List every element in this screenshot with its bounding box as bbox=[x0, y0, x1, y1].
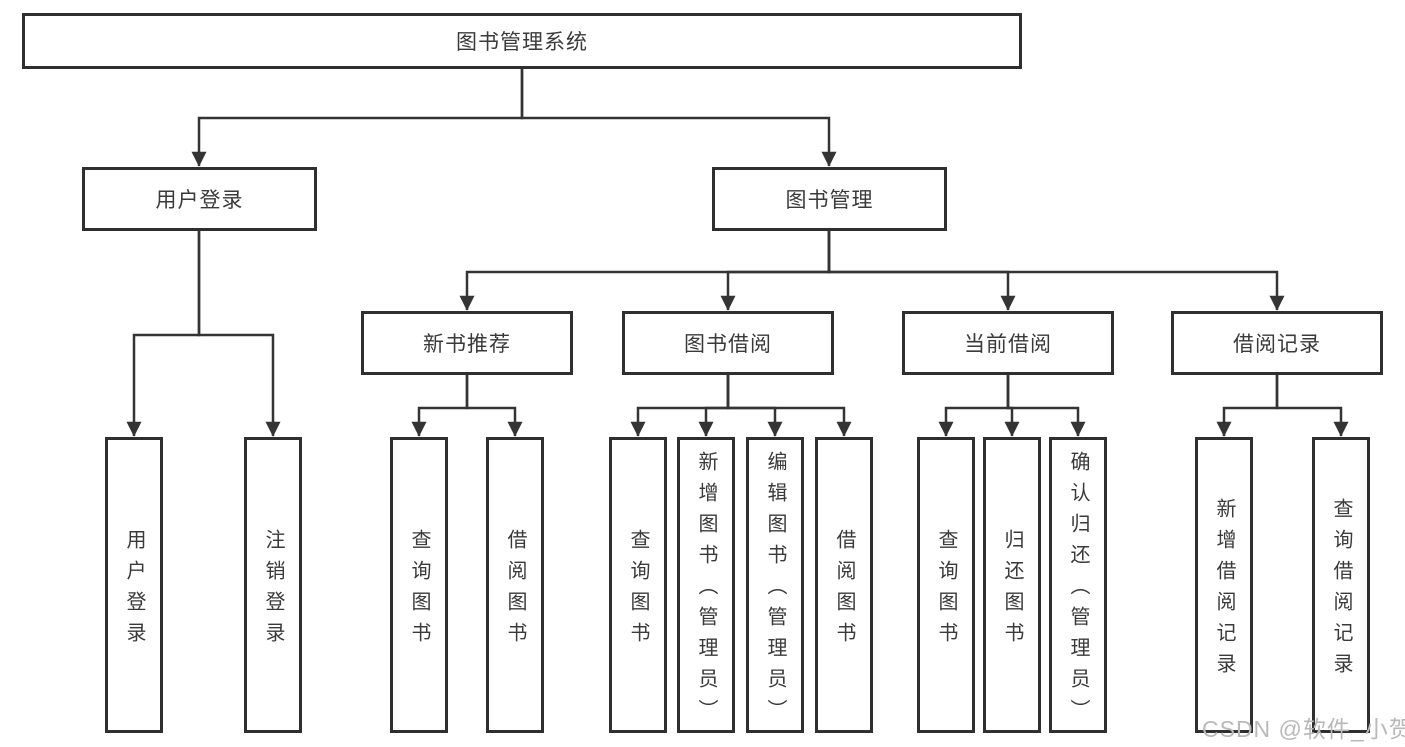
leaf-records-query-record-label: 查询借阅记录 bbox=[1330, 497, 1352, 684]
leaf-borrow-add-books-admin-label: 新增图书（管理员） bbox=[695, 451, 717, 730]
leaf-current-query-books-label: 查询图书 bbox=[935, 528, 957, 653]
connector-borrow-to-query bbox=[630, 375, 730, 437]
connector-borrow-to-add bbox=[698, 375, 730, 437]
node-book-management-label: 图书管理 bbox=[785, 189, 874, 212]
watermark: CSDN @软件_小贺同学 bbox=[1202, 716, 1405, 742]
leaf-borrow-borrow-books: 借阅图书 bbox=[815, 437, 873, 733]
leaf-borrow-edit-books-admin-label: 编辑图书（管理员） bbox=[764, 451, 786, 730]
leaf-recommend-query-books-label: 查询图书 bbox=[408, 528, 430, 653]
leaf-logout-label: 注销登录 bbox=[262, 528, 284, 653]
node-book-borrow: 图书借阅 bbox=[622, 311, 834, 375]
leaf-records-query-record: 查询借阅记录 bbox=[1312, 437, 1370, 733]
connector-root-to-book-management bbox=[520, 69, 837, 167]
leaf-recommend-query-books: 查询图书 bbox=[390, 437, 448, 733]
connector-current-to-confirm bbox=[1006, 375, 1086, 437]
connector-records-to-add bbox=[1216, 375, 1279, 437]
leaf-borrow-query-books: 查询图书 bbox=[609, 437, 667, 733]
connector-user-login-to-leaf-login bbox=[126, 231, 201, 437]
connector-management-to-borrow bbox=[720, 231, 831, 311]
connector-management-to-recommend bbox=[459, 231, 831, 311]
node-new-book-recommend-label: 新书推荐 bbox=[423, 333, 511, 356]
connector-recommend-to-query bbox=[411, 375, 469, 437]
node-current-borrow: 当前借阅 bbox=[902, 311, 1114, 375]
node-borrow-records-label: 借阅记录 bbox=[1233, 333, 1321, 356]
leaf-recommend-borrow-books: 借阅图书 bbox=[486, 437, 544, 733]
connector-management-to-current bbox=[827, 231, 1016, 311]
leaf-user-login-label: 用户登录 bbox=[123, 528, 145, 653]
leaf-current-return-books: 归还图书 bbox=[983, 437, 1041, 733]
connector-management-to-records bbox=[827, 231, 1285, 311]
node-new-book-recommend: 新书推荐 bbox=[361, 311, 573, 375]
leaf-logout: 注销登录 bbox=[244, 437, 302, 733]
node-user-login: 用户登录 bbox=[82, 167, 317, 231]
node-current-borrow-label: 当前借阅 bbox=[964, 333, 1052, 356]
leaf-current-confirm-return-admin-label: 确认归还（管理员） bbox=[1067, 451, 1089, 730]
node-borrow-records: 借阅记录 bbox=[1171, 311, 1383, 375]
leaf-current-query-books: 查询图书 bbox=[917, 437, 975, 733]
leaf-recommend-borrow-books-label: 借阅图书 bbox=[504, 528, 526, 653]
connector-borrow-to-borrowbook bbox=[726, 375, 852, 437]
leaf-current-confirm-return-admin: 确认归还（管理员） bbox=[1049, 437, 1107, 733]
leaf-borrow-edit-books-admin: 编辑图书（管理员） bbox=[746, 437, 804, 733]
node-book-borrow-label: 图书借阅 bbox=[684, 333, 772, 356]
connector-borrow-to-edit bbox=[726, 375, 783, 437]
leaf-borrow-borrow-books-label: 借阅图书 bbox=[833, 528, 855, 653]
leaf-borrow-query-books-label: 查询图书 bbox=[627, 528, 649, 653]
node-system-root: 图书管理系统 bbox=[22, 13, 1022, 69]
connector-user-login-to-leaf-logout bbox=[197, 231, 281, 437]
connector-recommend-to-borrow bbox=[465, 375, 523, 437]
leaf-records-add-record-label: 新增借阅记录 bbox=[1213, 497, 1235, 684]
connector-records-to-query bbox=[1275, 375, 1349, 437]
node-system-root-label: 图书管理系统 bbox=[456, 31, 588, 54]
leaf-current-return-books-label: 归还图书 bbox=[1001, 528, 1023, 653]
connector-root-to-user-login bbox=[191, 69, 524, 167]
node-user-login-label: 用户登录 bbox=[155, 189, 244, 212]
leaf-records-add-record: 新增借阅记录 bbox=[1195, 437, 1253, 733]
leaf-borrow-add-books-admin: 新增图书（管理员） bbox=[677, 437, 735, 733]
connector-current-to-query bbox=[938, 375, 1010, 437]
node-book-management: 图书管理 bbox=[712, 167, 947, 231]
leaf-user-login: 用户登录 bbox=[105, 437, 163, 733]
